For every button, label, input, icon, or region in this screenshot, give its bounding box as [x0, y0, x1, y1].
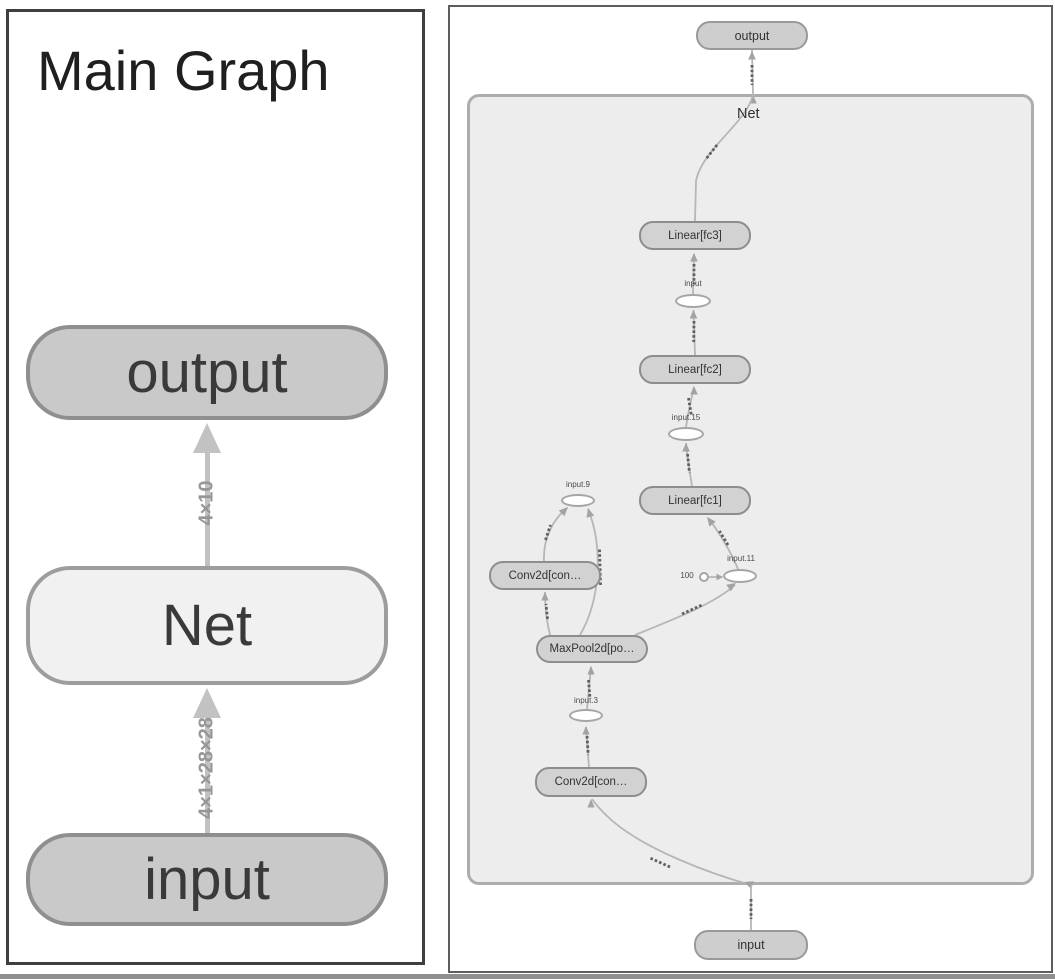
- main-input-node[interactable]: input: [26, 833, 388, 926]
- edge-net-to-output: [204, 451, 210, 566]
- node-linear-fc2[interactable]: Linear[fc2]: [639, 355, 751, 384]
- arrow-up-icon: [193, 423, 221, 453]
- expanded-graph-panel: Net output Linear[fc3] Linear[fc2] Linea…: [448, 5, 1053, 973]
- page-title: Main Graph: [37, 39, 330, 102]
- edge-shape-label: 4×10: [195, 480, 218, 526]
- node-linear-fc3[interactable]: Linear[fc3]: [639, 221, 751, 250]
- tensor-oval-input15[interactable]: [668, 427, 704, 441]
- tensor-label: input.9: [565, 480, 591, 489]
- net-group-box[interactable]: [467, 94, 1034, 885]
- const-node-circle[interactable]: [699, 572, 709, 582]
- node-conv2d-upper[interactable]: Conv2d[con…: [489, 561, 601, 590]
- tensor-oval-input9[interactable]: [561, 494, 595, 507]
- tensor-oval-input[interactable]: [675, 294, 711, 308]
- expanded-input-node[interactable]: input: [694, 930, 808, 960]
- tensor-label: input.11: [727, 554, 755, 563]
- arrowhead-icon: [748, 51, 756, 60]
- edge-shape-label: 4×1×28×28: [195, 717, 218, 819]
- const-label: 100: [680, 571, 694, 580]
- node-conv2d-lower[interactable]: Conv2d[con…: [535, 767, 647, 797]
- node-linear-fc1[interactable]: Linear[fc1]: [639, 486, 751, 515]
- tensor-label: input.15: [671, 413, 701, 422]
- tensor-label: input.3: [573, 696, 599, 705]
- node-maxpool2d[interactable]: MaxPool2d[po…: [536, 635, 648, 663]
- expanded-output-node[interactable]: output: [696, 21, 808, 50]
- net-group-label[interactable]: Net: [737, 106, 760, 122]
- bottom-border: [0, 974, 1055, 979]
- tensor-oval-input11[interactable]: [723, 569, 757, 583]
- edge-net-output: [751, 49, 754, 95]
- main-net-node[interactable]: Net: [26, 566, 388, 685]
- arrow-up-icon: [193, 688, 221, 718]
- edge-input-to-net: [204, 716, 210, 833]
- tensor-label: input: [684, 279, 702, 288]
- main-output-node[interactable]: output: [26, 325, 388, 420]
- tensor-oval-input3[interactable]: [569, 709, 603, 722]
- main-graph-panel: Main Graph output 4×10 Net 4×1×28×28 inp…: [6, 9, 425, 965]
